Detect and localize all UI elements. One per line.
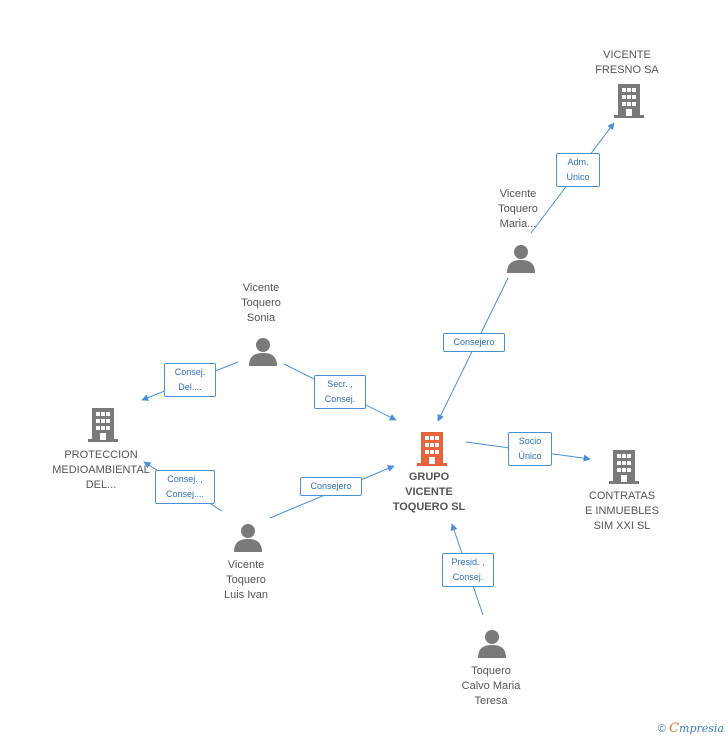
node-label-vicente-toquero-luis[interactable]: Vicente Toquero Luis Ivan — [223, 559, 269, 601]
node-label-vicente-toquero-maria[interactable]: Vicente Toquero Maria... — [498, 188, 538, 230]
node-label-contratas[interactable]: CONTRATAS E INMUEBLES SIM XXI SL — [585, 490, 659, 532]
person-icon — [249, 338, 277, 366]
copyright-icon: © — [657, 723, 667, 735]
empresia-brand: mpresia — [679, 722, 724, 735]
edge-label-consejero-maria: Consejero — [443, 333, 505, 352]
edge-label-presid-consej: Presid. , Consej. — [442, 553, 494, 587]
node-label-proteccion[interactable]: PROTECCION MEDIOAMBIENTAL DEL... — [52, 449, 150, 491]
edge-label-consej-consej: Consej. , Consej.... — [155, 470, 215, 504]
person-icon — [234, 524, 262, 552]
edge-label-consej-del: Consej. Del.... — [164, 363, 216, 397]
building-icon — [614, 84, 644, 118]
copyright-credit: © Cmpresia — [658, 721, 724, 736]
building-icon — [609, 450, 639, 484]
node-label-grupo[interactable]: GRUPO VICENTE TOQUERO SL — [392, 471, 466, 513]
node-label-vicente-fresno[interactable]: VICENTE FRESNO SA — [595, 49, 659, 76]
node-label-vicente-toquero-sonia[interactable]: Vicente Toquero Sonia — [241, 282, 281, 324]
node-label-toquero-calvo[interactable]: Toquero Calvo Maria Teresa — [461, 665, 521, 707]
edge-label-consejero-luis: Consejero — [300, 477, 362, 496]
building-icon — [88, 408, 118, 442]
edge-label-adm-unico: Adm. Unico — [556, 153, 600, 187]
edge-label-socio-unico: Socio Único — [508, 432, 552, 466]
person-icon — [507, 245, 535, 273]
edge-label-secr-consej: Secr. , Consej. — [314, 375, 366, 409]
person-icon — [478, 630, 506, 658]
building-main-icon — [417, 432, 447, 466]
empresia-logo: C — [669, 721, 680, 736]
